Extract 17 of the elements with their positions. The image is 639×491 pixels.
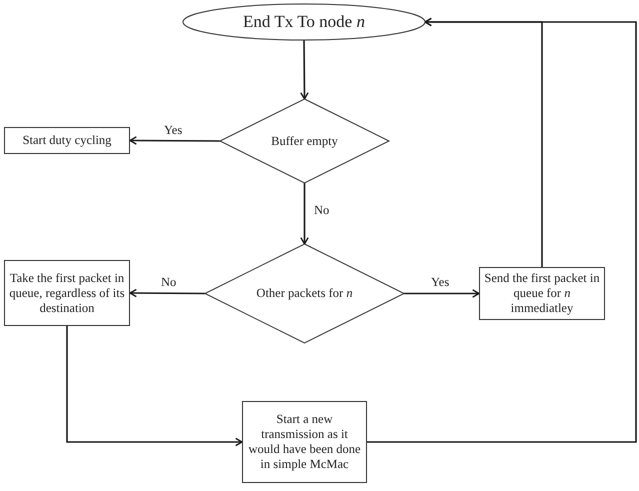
node-text: Buffer empty — [270, 134, 339, 148]
process-box — [242, 401, 367, 483]
arrow — [367, 18, 637, 443]
process-box — [4, 260, 130, 326]
node-text: End Tx To node n — [242, 12, 366, 32]
arrow — [300, 40, 309, 100]
arrow — [66, 326, 243, 446]
node-text: Take the first packet in queue, regardless of its destination — [8, 270, 126, 316]
node-text: Send the first packet in queue for n immediatley — [483, 271, 601, 316]
arrow — [129, 136, 220, 145]
arrow — [404, 289, 480, 298]
arrow — [129, 288, 205, 298]
process-box — [4, 127, 130, 154]
node-text: Start a new transmission as it would have been done in simple McMac — [247, 412, 362, 472]
node-text: Start duty cycling — [22, 133, 112, 148]
arrow — [300, 183, 309, 245]
node-text: Other packets for n — [255, 286, 354, 301]
